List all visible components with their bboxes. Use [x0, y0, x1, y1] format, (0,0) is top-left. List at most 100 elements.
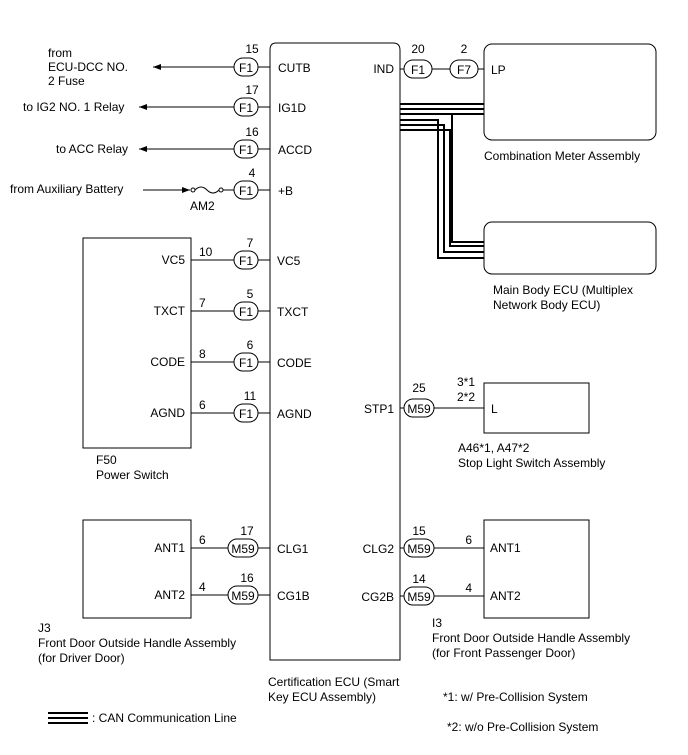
signal-cutb: from ECU-DCC NO. 2 Fuse F1 15 CUTB	[48, 42, 311, 88]
passenger-handle-box	[483, 519, 590, 619]
ecu-terminal-name: CODE	[277, 356, 312, 370]
svg-text:4: 4	[249, 166, 256, 180]
combination-meter-name: Combination Meter Assembly	[484, 149, 640, 163]
svg-text:2 Fuse: 2 Fuse	[48, 74, 85, 88]
ecu-label-2: Key ECU Assembly)	[268, 690, 376, 704]
side-pin-number: 4	[199, 580, 206, 594]
side-pin-number: 6	[199, 533, 206, 547]
svg-text:from Auxiliary Battery: from Auxiliary Battery	[10, 182, 123, 196]
svg-text:IND: IND	[373, 62, 394, 76]
signal-plus-b: from Auxiliary Battery AM2 F1 4 +B	[10, 166, 293, 213]
svg-text:F1: F1	[239, 143, 253, 157]
ecu-terminal-name: CG2B	[361, 590, 394, 604]
terminal-label: ANT2	[154, 588, 185, 602]
side-pin-number: 8	[199, 347, 206, 361]
power-switch-id: F50	[96, 453, 117, 467]
svg-text:2: 2	[461, 42, 468, 56]
passenger-handle-name-2: (for Front Passenger Door)	[432, 646, 575, 660]
svg-text:3*1: 3*1	[457, 375, 475, 389]
ecu-label-1: Certification ECU (Smart	[268, 675, 400, 689]
connector-label: M59	[231, 542, 255, 556]
pin-number: 14	[412, 572, 426, 586]
svg-text:F1: F1	[239, 101, 253, 115]
passenger-handle-name-1: Front Door Outside Handle Assembly	[432, 631, 630, 645]
connector-f1	[233, 180, 259, 200]
svg-text:F7: F7	[457, 63, 471, 77]
pin-number: 6	[247, 338, 254, 352]
connector-label: M59	[231, 589, 255, 603]
pin-number: 7	[247, 236, 254, 250]
svg-text:from: from	[48, 46, 72, 60]
passenger-handle-id: I3	[432, 616, 442, 630]
stop-light-switch-box	[483, 382, 590, 434]
terminal-label: ANT1	[154, 541, 185, 555]
power-switch-name: Power Switch	[96, 468, 169, 482]
footnote-1: *1: w/ Pre-Collision System	[443, 690, 588, 704]
svg-text:LP: LP	[491, 63, 506, 77]
terminal-label: TXCT	[154, 304, 186, 318]
connector-label: F1	[239, 305, 253, 319]
svg-text:F1: F1	[239, 61, 253, 75]
svg-text:17: 17	[245, 83, 259, 97]
terminal-label: ANT1	[490, 541, 521, 555]
fuse-icon	[194, 186, 220, 194]
svg-text:STP1: STP1	[364, 402, 394, 416]
connector-label: F1	[239, 407, 253, 421]
driver-handle-name-2: (for Driver Door)	[38, 651, 125, 665]
signal-accd: to ACC Relay F1 16 ACCD	[56, 125, 312, 159]
ecu-terminal-name: CG1B	[277, 589, 310, 603]
ecu-terminal-name: AGND	[277, 407, 312, 421]
driver-handle-name-1: Front Door Outside Handle Assembly	[38, 636, 236, 650]
svg-text:16: 16	[245, 125, 259, 139]
footnote-2: *2: w/o Pre-Collision System	[447, 720, 598, 734]
pin-number: 11	[244, 389, 257, 403]
svg-text:25: 25	[412, 381, 426, 395]
connector-label: F1	[239, 356, 253, 370]
main-body-ecu-box	[483, 221, 657, 275]
signal-stp1: STP1 M59 25 3*1 2*2 L	[364, 375, 498, 418]
power-switch-box	[82, 237, 192, 449]
connector-label: M59	[407, 542, 431, 556]
terminal-label: CODE	[150, 355, 185, 369]
svg-text:to ACC Relay: to ACC Relay	[56, 142, 128, 156]
svg-text:: CAN Communication Line: : CAN Communication Line	[92, 711, 237, 725]
terminal-label: AGND	[150, 406, 185, 420]
stop-light-switch-id: A46*1, A47*2	[458, 441, 530, 455]
svg-text:IG1D: IG1D	[278, 101, 306, 115]
can-bus-lines	[400, 103, 484, 259]
svg-text:15: 15	[245, 42, 259, 56]
can-legend: : CAN Communication Line	[48, 711, 237, 725]
side-pin-number: 10	[199, 245, 213, 259]
svg-text:ACCD: ACCD	[278, 143, 312, 157]
side-pin-number: 6	[465, 533, 472, 547]
main-body-ecu-name-2: Network Body ECU)	[493, 298, 600, 312]
side-pin-number: 7	[199, 296, 206, 310]
ecu-terminal-name: CLG1	[277, 542, 309, 556]
svg-text:20: 20	[411, 42, 425, 56]
svg-text:CUTB: CUTB	[278, 61, 311, 75]
combination-meter-box	[483, 43, 657, 141]
main-body-ecu-name-1: Main Body ECU (Multiplex	[493, 283, 633, 297]
svg-text:ECU-DCC NO.: ECU-DCC NO.	[48, 60, 128, 74]
svg-text:M59: M59	[407, 402, 431, 416]
svg-text:F1: F1	[239, 184, 253, 198]
pin-number: 15	[412, 524, 426, 538]
signal-ig1d: to IG2 NO. 1 Relay F1 17 IG1D	[23, 83, 306, 117]
connector-f1	[233, 139, 259, 159]
driver-handle-box	[82, 519, 192, 619]
svg-text:F1: F1	[411, 63, 425, 77]
terminal-label: VC5	[162, 253, 186, 267]
pin-number: 17	[240, 524, 254, 538]
connector-f1	[233, 57, 259, 77]
certification-ecu-box	[269, 42, 401, 661]
pin-number: 16	[240, 571, 254, 585]
svg-text:AM2: AM2	[190, 199, 215, 213]
